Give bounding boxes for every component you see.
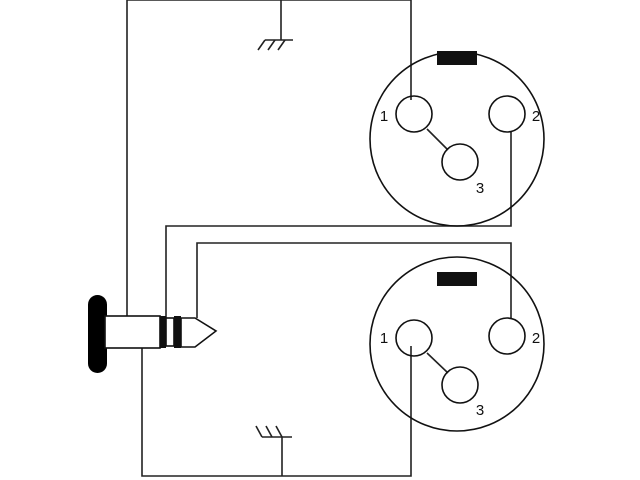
pin-1-label: 1 <box>380 108 388 125</box>
pin-1 <box>395 319 433 357</box>
pin-3-label: 3 <box>476 402 484 419</box>
xlr-connector-top: 1 2 3 <box>369 51 545 227</box>
trs-plug-icon <box>88 295 218 373</box>
connector-body <box>369 51 545 227</box>
xlr-connector-bottom: 1 2 3 <box>369 256 545 432</box>
tip-wire <box>196 242 512 318</box>
bottom-ground-wire <box>141 342 412 477</box>
plug-ring <box>165 317 175 347</box>
plug-tip <box>180 317 218 348</box>
pin-1-label: 1 <box>380 330 388 347</box>
top-ground-wire <box>126 0 412 316</box>
pin-2-label: 2 <box>532 108 540 125</box>
connector-body <box>369 256 545 432</box>
pin-3 <box>441 143 479 181</box>
key-bar <box>437 272 477 286</box>
chassis-ground-icon <box>255 425 292 476</box>
pin-bridge <box>426 128 449 151</box>
pin-2 <box>488 95 526 133</box>
chassis-ground-icon <box>257 0 293 51</box>
pin-3-label: 3 <box>476 180 484 197</box>
insulator-2 <box>174 316 181 348</box>
insulator-1 <box>160 316 166 348</box>
ring-wire <box>165 132 512 318</box>
pin-3 <box>441 366 479 404</box>
pin-2 <box>488 317 526 355</box>
plug-sleeve <box>104 315 161 349</box>
plug-handle <box>88 295 107 373</box>
pin-1 <box>395 95 433 133</box>
pin-bridge <box>426 352 449 374</box>
pin-2-label: 2 <box>532 330 540 347</box>
key-bar <box>437 51 477 65</box>
